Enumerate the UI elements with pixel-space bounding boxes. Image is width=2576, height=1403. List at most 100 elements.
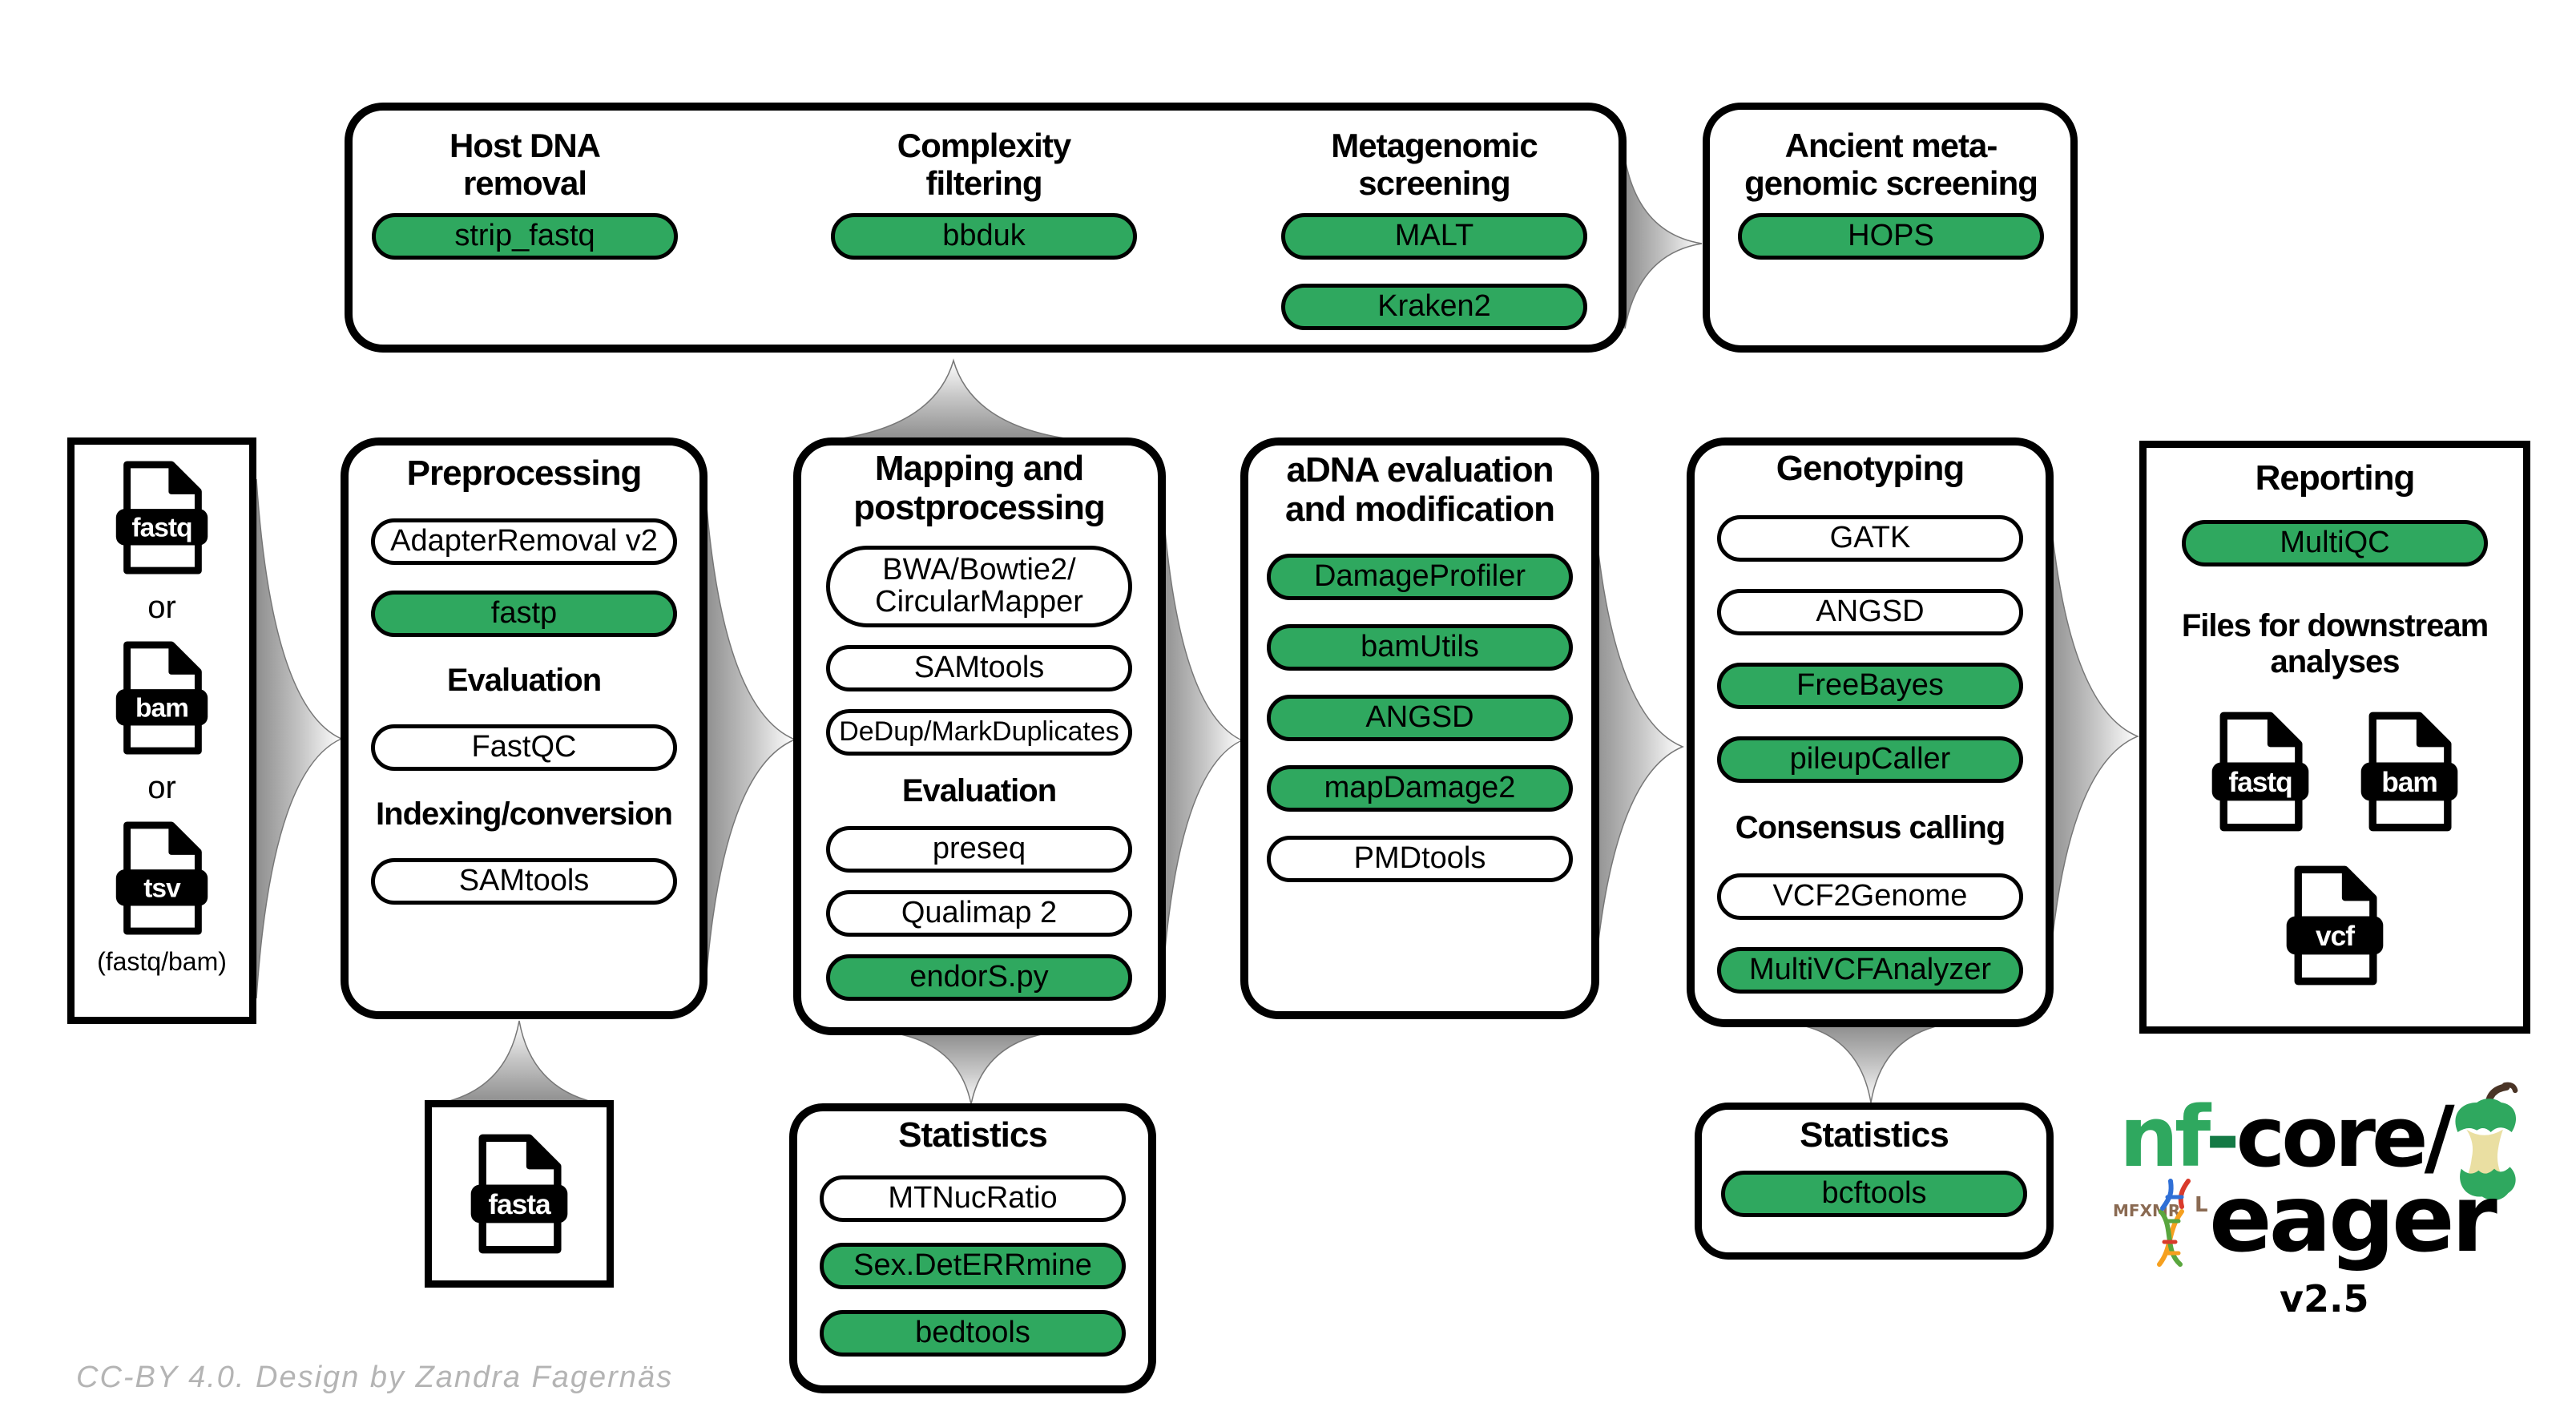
brand-dash: - [2205, 1088, 2239, 1186]
host-dna-removal-title: Host DNA removal [449, 127, 601, 203]
tool-pill-kraken2: Kraken2 [1281, 284, 1587, 331]
statistics-genotyping-title: Statistics [1800, 1115, 1949, 1155]
input-caption: (fastq/bam) [97, 947, 227, 976]
genotyping-stack: Genotyping GATK ANGSD FreeBayes pileupCa… [1691, 449, 2050, 994]
arrow-mapping-to-statistics [897, 1034, 1045, 1104]
tool-pill-angsd-genotyping: ANGSD [1717, 589, 2023, 636]
tool-pill-samtools-mapping: SAMtools [826, 644, 1132, 691]
statistics-mapping-title: Statistics [898, 1115, 1048, 1155]
arrow-input-to-preprocessing [256, 479, 341, 998]
tool-pill-mtnucratio: MTNucRatio [820, 1175, 1126, 1223]
reporting-stack: Reporting MultiQC Files for downstream a… [2147, 458, 2522, 988]
preprocessing-evaluation-subtitle: Evaluation [446, 663, 602, 699]
tool-pill-multiqc: MultiQC [2182, 520, 2488, 567]
fastq-file-icon: fastq [115, 461, 208, 575]
tool-pill-bbduk: bbduk [831, 213, 1137, 260]
bam-file-icon: bam [115, 641, 208, 755]
host-dna-removal-section: Host DNA removal strip_fastq [365, 127, 685, 260]
tool-pill-bcftools: bcftools [1721, 1171, 2027, 1218]
adna-stack: aDNA evaluation and modification DamageP… [1244, 450, 1595, 882]
apple-core-icon [2455, 1082, 2518, 1201]
license-credit-text: CC-BY 4.0. Design by Zandra Fagernäs [76, 1361, 674, 1394]
tool-pill-fastp: fastp [371, 591, 677, 638]
tool-pill-damageprofiler: DamageProfiler [1267, 553, 1573, 600]
tool-pill-qualimap2: Qualimap 2 [826, 890, 1132, 937]
tool-pill-angsd-adna: ANGSD [1267, 694, 1573, 741]
tool-pill-gatk: GATK [1717, 515, 2023, 562]
logo-pipeline-name: eager [2209, 1165, 2497, 1273]
tool-pill-bamutils: bamUtils [1267, 623, 1573, 671]
vcf-output-icon: vcf [2286, 865, 2384, 986]
fasta-file-icon: fasta [470, 1134, 568, 1254]
reporting-title: Reporting [2255, 458, 2416, 498]
downstream-files-subtitle: Files for downstream analyses [2181, 608, 2489, 680]
tool-pill-fastqc: FastQC [371, 724, 677, 772]
arrow-adna-to-genotyping [1593, 495, 1683, 998]
tool-pill-sexdeterrmine: Sex.DetERRmine [820, 1243, 1126, 1290]
svg-text:L: L [2195, 1193, 2208, 1217]
metagenomic-screening-title: Metagenomic screening [1331, 127, 1538, 203]
genotyping-title: Genotyping [1776, 449, 1965, 488]
arrow-genotyping-to-statistics [1803, 1026, 1939, 1103]
tool-pill-samtools: SAMtools [371, 857, 677, 905]
tool-pill-dedup-markduplicates: DeDup/MarkDuplicates [826, 708, 1132, 756]
consensus-calling-subtitle: Consensus calling [1735, 810, 2006, 846]
complexity-filtering-section: Complexity filtering bbduk [824, 127, 1144, 260]
bam-output-icon: bam [2360, 712, 2458, 832]
statistics-mapping-stack: Statistics MTNucRatio Sex.DetERRmine bed… [793, 1115, 1152, 1357]
input-files-stack: fastq or bam or tsv (fastq/bam) [74, 458, 250, 977]
tool-pill-adapterremoval: AdapterRemoval v2 [371, 518, 677, 566]
complexity-filtering-title: Complexity filtering [897, 127, 1071, 203]
ancient-metagenomic-section: Ancient meta- genomic screening HOPS [1731, 127, 2051, 260]
tool-pill-pmdtools: PMDtools [1267, 835, 1573, 882]
arrow-genotyping-to-reporting [2048, 487, 2138, 986]
svg-text:MFXMR: MFXMR [2113, 1201, 2180, 1220]
svg-text:bam: bam [2381, 767, 2437, 798]
tool-pill-bedtools: bedtools [820, 1310, 1126, 1357]
svg-text:fastq: fastq [2228, 767, 2292, 798]
tool-pill-malt: MALT [1281, 213, 1587, 260]
tool-pill-vcf2genome: VCF2Genome [1717, 873, 2023, 921]
tool-pill-preseq: preseq [826, 826, 1132, 873]
preprocessing-title: Preprocessing [406, 454, 643, 493]
or-separator: or [147, 770, 176, 805]
tool-pill-bwa-bowtie2-circularmapper: BWA/Bowtie2/ CircularMapper [826, 545, 1132, 627]
svg-text:fastq: fastq [131, 514, 191, 543]
downstream-files-row: fastq bam [2210, 709, 2460, 834]
metagenomic-screening-section: Metagenomic screening MALT Kraken2 [1274, 127, 1594, 331]
adna-title: aDNA evaluation and modification [1285, 450, 1555, 530]
arrow-metagenomic-to-ancient [1625, 159, 1702, 329]
tool-pill-endors-py: endorS.py [826, 954, 1132, 1002]
nf-core-brand-text: nf-core/ [2119, 1088, 2455, 1186]
tool-pill-freebayes: FreeBayes [1717, 663, 2023, 710]
arrow-fasta-to-preprocessing [443, 1021, 595, 1103]
mapping-evaluation-subtitle: Evaluation [901, 772, 1057, 808]
tool-pill-strip-fastq: strip_fastq [372, 213, 678, 260]
svg-text:fasta: fasta [488, 1189, 551, 1220]
mapping-title: Mapping and postprocessing [853, 449, 1106, 528]
fasta-reference-box: fasta [425, 1100, 614, 1288]
tool-pill-hops: HOPS [1738, 213, 2044, 260]
arrow-mapping-to-hub [837, 361, 1070, 439]
tool-pill-mapdamage2: mapDamage2 [1267, 764, 1573, 812]
arrow-mapping-to-adna [1162, 490, 1242, 990]
brand-core: core/ [2235, 1088, 2455, 1186]
svg-text:tsv: tsv [143, 874, 181, 904]
statistics-genotyping-stack: Statistics bcftools [1699, 1115, 2050, 1218]
nf-core-eager-logo: nf-core/ MFXMR L eager v2.5 [2113, 1082, 2552, 1336]
tool-pill-multivcfanalyzer: MultiVCFAnalyzer [1717, 947, 2023, 994]
or-separator: or [147, 590, 176, 625]
arrow-preprocessing-to-mapping [705, 487, 795, 992]
brand-nf: nf [2119, 1088, 2209, 1186]
tsv-file-icon: tsv [115, 821, 208, 935]
svg-text:vcf: vcf [2316, 921, 2355, 952]
preprocessing-indexing-subtitle: Indexing/conversion [376, 796, 673, 833]
tool-pill-pileupcaller: pileupCaller [1717, 736, 2023, 784]
mapping-stack: Mapping and postprocessing BWA/Bowtie2/ … [800, 449, 1159, 1002]
ancient-metagenomic-title: Ancient meta- genomic screening [1744, 127, 2038, 203]
fastq-output-icon: fastq [2211, 712, 2309, 832]
preprocessing-stack: Preprocessing AdapterRemoval v2 fastp Ev… [353, 454, 695, 905]
dna-helix-icon: MFXMR L [2113, 1179, 2208, 1267]
logo-version: v2.5 [2280, 1277, 2369, 1320]
